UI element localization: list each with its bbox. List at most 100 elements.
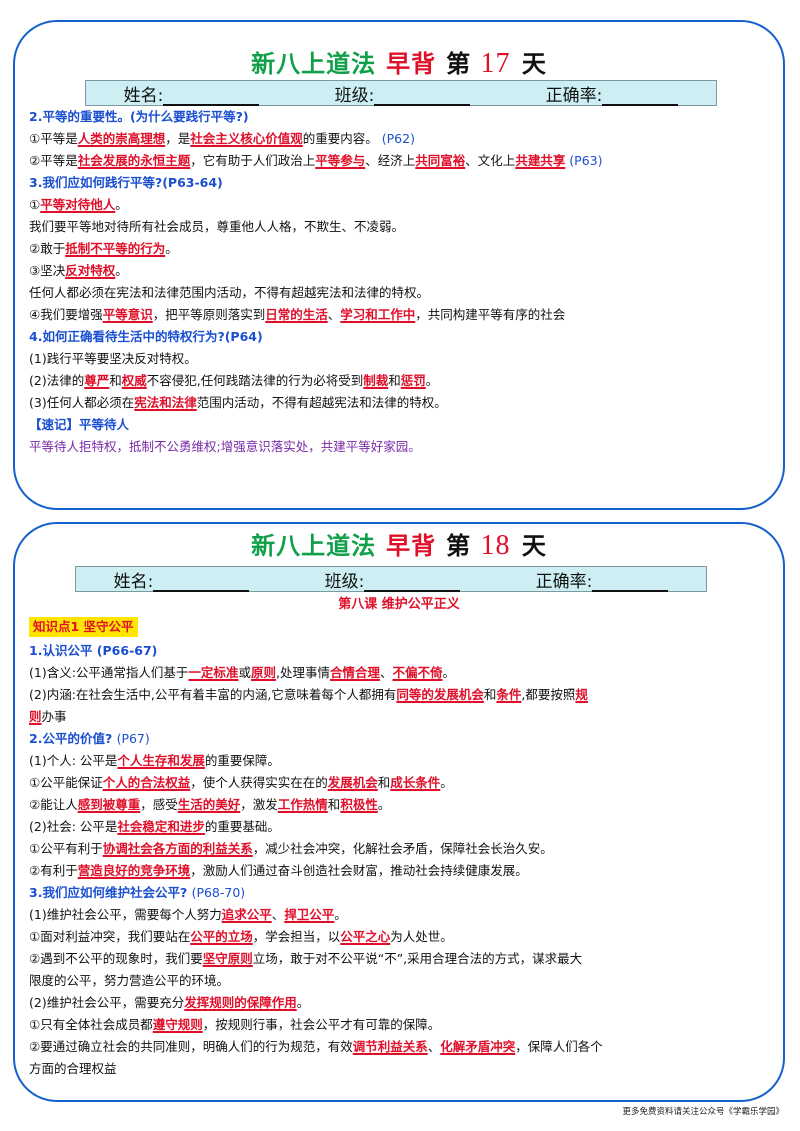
day17-card: 新八上道法早背第 17 天 姓名: 班级: 正确率: 2.平等的重要性。(为什么… — [13, 20, 785, 510]
text-segment: 、 — [427, 1039, 441, 1054]
key-phrase: 平等意识 — [102, 307, 153, 322]
text-segment: 或 — [238, 665, 251, 680]
text-segment: (2)内涵:在社会生活中,公平有着丰富的内涵,它意味着每个人都拥有 — [29, 687, 397, 702]
text-segment: (1)含义:公平通常指人们基于 — [29, 665, 189, 680]
text-segment: ②平等是 — [29, 153, 78, 168]
text-segment: ，它有助于人们政治上 — [190, 153, 316, 168]
text-line: 平等待人拒特权，抵制不公勇维权;增强意识落实处，共建平等好家园。 — [29, 436, 769, 458]
text-segment: 4.如何正确看待生活中的特权行为?(P64) — [29, 329, 263, 344]
day17-content: 2.平等的重要性。(为什么要践行平等?)①平等是人类的崇高理想，是社会主义核心价… — [29, 106, 769, 458]
day18-content: 1.认识公平 (P66-67) (1)含义:公平通常指人们基于一定标准或原则,处理… — [29, 640, 769, 1080]
text-segment: 的重要保障。 — [204, 753, 280, 768]
key-phrase: 平等对待他人 — [40, 197, 116, 212]
key-phrase: 原则 — [250, 665, 276, 680]
text-segment: 办事 — [41, 709, 67, 724]
text-segment: ,处理事情 — [275, 665, 330, 680]
text-line: (2)社会: 公平是社会稳定和进步的重要基础。 — [29, 816, 769, 838]
text-segment: ④我们要增强 — [29, 307, 103, 322]
text-line: ①公平有利于协调社会各方面的利益关系，减少社会冲突，化解社会矛盾，保障社会长治久… — [29, 838, 769, 860]
text-segment: 。 — [115, 263, 128, 278]
text-segment: (1)个人: 公平是 — [29, 753, 118, 768]
day18-card: 新八上道法早背第 18 天 姓名: 班级: 正确率: 第八课 维护公平正义 知识… — [13, 522, 785, 1102]
text-line: ①只有全体社会成员都遵守规则，按规则行事，社会公平才有可靠的保障。 — [29, 1014, 769, 1036]
key-phrase: 共建共享 — [515, 153, 566, 168]
key-phrase: 发展机会 — [327, 775, 378, 790]
text-segment: ,都要按照 — [521, 687, 576, 702]
key-phrase: 遵守规则 — [152, 1017, 203, 1032]
text-line: ③坚决反对特权。 — [29, 260, 769, 282]
text-segment: 平等待人拒特权，抵制不公勇维权;增强意识落实处，共建平等好家园。 — [29, 439, 421, 454]
key-phrase: 共同富裕 — [415, 153, 466, 168]
text-line: (1)践行平等要坚决反对特权。 — [29, 348, 769, 370]
text-segment: (P63) — [565, 153, 603, 168]
text-line: (3)任何人都必须在宪法和法律范围内活动，不得有超越宪法和法律的特权。 — [29, 392, 769, 414]
text-segment: 我们要平等地对待所有社会成员，尊重他人人格，不欺生、不凌弱。 — [29, 219, 405, 234]
text-segment: ，使个人获得实实在在的 — [190, 775, 328, 790]
name-label: 姓名: — [123, 85, 164, 106]
class-label: 班级: — [334, 85, 375, 106]
text-segment: 2.平等的重要性。(为什么要践行平等?) — [29, 109, 249, 124]
text-segment: ②能让人 — [29, 797, 78, 812]
key-phrase: 社会发展的永恒主题 — [77, 153, 191, 168]
key-phrase: 调节利益关系 — [352, 1039, 428, 1054]
text-segment: ①平等是 — [29, 131, 78, 146]
text-line: 3.我们应如何践行平等?(P63-64) — [29, 172, 769, 194]
day18-header-lines: 第八课 维护公平正义 知识点1 坚守公平 — [29, 594, 769, 640]
key-phrase: 日常的生活 — [265, 307, 328, 322]
text-segment: (P67) — [116, 731, 150, 746]
key-phrase: 发挥规则的保障作用 — [184, 995, 297, 1010]
text-segment: 【速记】平等待人 — [29, 417, 130, 432]
text-segment: 和 — [109, 373, 122, 388]
text-line: 1.认识公平 (P66-67) — [29, 640, 769, 662]
key-phrase: 尊严 — [84, 373, 110, 388]
text-line: ①平等对待他人。 — [29, 194, 769, 216]
text-segment: (1)践行平等要坚决反对特权。 — [29, 351, 197, 366]
key-phrase: 同等的发展机会 — [396, 687, 484, 702]
key-phrase: 制裁 — [363, 373, 389, 388]
key-phrase: 坚守原则 — [202, 951, 253, 966]
text-segment: 3.我们应如何践行平等?(P63-64) — [29, 175, 223, 190]
key-phrase: 工作热情 — [277, 797, 328, 812]
text-segment: 为人处世。 — [390, 929, 453, 944]
text-segment: 和 — [377, 775, 391, 790]
accuracy-blank[interactable] — [592, 572, 669, 592]
text-segment: 。 — [334, 907, 347, 922]
key-phrase: 权威 — [121, 373, 147, 388]
key-phrase: 追求公平 — [221, 907, 272, 922]
class-blank[interactable] — [364, 572, 461, 592]
text-segment: ，保障人们各个 — [515, 1039, 603, 1054]
text-segment: ①只有全体社会成员都 — [29, 1017, 153, 1032]
text-segment: 。 — [115, 197, 128, 212]
footer-note: 更多免费资料请关注公众号《学霸乐学园》 — [622, 1107, 784, 1117]
text-segment: 。 — [296, 995, 310, 1010]
text-segment: (2)社会: 公平是 — [29, 819, 118, 834]
lesson-title: 第八课 维护公平正义 — [338, 597, 460, 612]
accuracy-blank[interactable] — [602, 86, 679, 106]
key-phrase: 生活的美好 — [177, 797, 241, 812]
key-phrase: 捍卫公平 — [284, 907, 335, 922]
key-phrase: 成长条件 — [390, 775, 441, 790]
key-phrase: 惩罚 — [400, 373, 426, 388]
text-line: 我们要平等地对待所有社会成员，尊重他人人格，不欺生、不凌弱。 — [29, 216, 769, 238]
name-label: 姓名: — [113, 571, 154, 592]
text-line: ①公平能保证个人的合法权益，使个人获得实实在在的发展机会和成长条件。 — [29, 772, 769, 794]
name-blank[interactable] — [153, 572, 250, 592]
key-phrase: 化解矛盾冲突 — [440, 1039, 516, 1054]
text-line: ②平等是社会发展的永恒主题，它有助于人们政治上平等参与、经济上共同富裕、文化上共… — [29, 150, 769, 172]
class-blank[interactable] — [374, 86, 471, 106]
day17-title: 新八上道法早背第 17 天 — [251, 48, 547, 79]
key-phrase: 抵制不平等的行为 — [65, 241, 166, 256]
text-segment: 方面的合理权益 — [29, 1061, 117, 1076]
text-segment: ②有利于 — [29, 863, 78, 878]
key-phrase: 则 — [29, 709, 42, 724]
text-segment: 1.认识公平 (P66-67) — [29, 643, 158, 658]
key-phrase: 规 — [575, 687, 588, 702]
key-phrase: 学习和工作中 — [340, 307, 416, 322]
text-segment: 。 — [442, 665, 456, 680]
text-segment: 和 — [327, 797, 341, 812]
name-blank[interactable] — [163, 86, 260, 106]
text-segment: ，感受 — [140, 797, 178, 812]
day18-title: 新八上道法早背第 18 天 — [251, 530, 547, 561]
text-line: (1)含义:公平通常指人们基于一定标准或原则,处理事情合情合理、不偏不倚。 — [29, 662, 769, 684]
text-segment: 。 — [425, 373, 439, 388]
